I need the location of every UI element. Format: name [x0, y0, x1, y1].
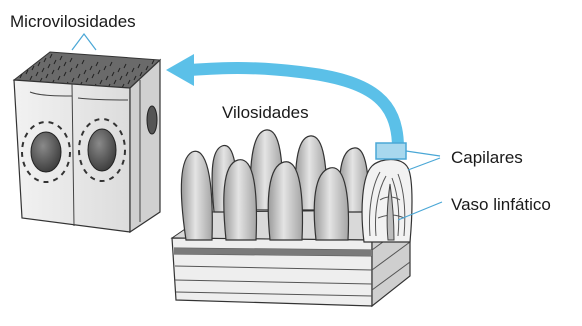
sectioned-villus — [362, 143, 412, 242]
epithelial-cells — [14, 52, 160, 232]
label-villi: Vilosidades — [222, 103, 309, 122]
cell-side-face — [130, 60, 160, 232]
capillaries-leader-2 — [408, 158, 440, 170]
transfer-arrow — [166, 54, 398, 148]
microvilli-leader — [72, 34, 96, 50]
arrow-head — [166, 54, 194, 86]
label-capillaries: Capilares — [451, 148, 523, 167]
villi-tissue-block — [172, 130, 412, 306]
capillary-highlight-box — [376, 143, 406, 159]
capillaries-leader-1 — [406, 151, 440, 156]
label-lymph-vessel: Vaso linfático — [451, 195, 551, 214]
label-microvilli: Microvilosidades — [10, 12, 136, 31]
